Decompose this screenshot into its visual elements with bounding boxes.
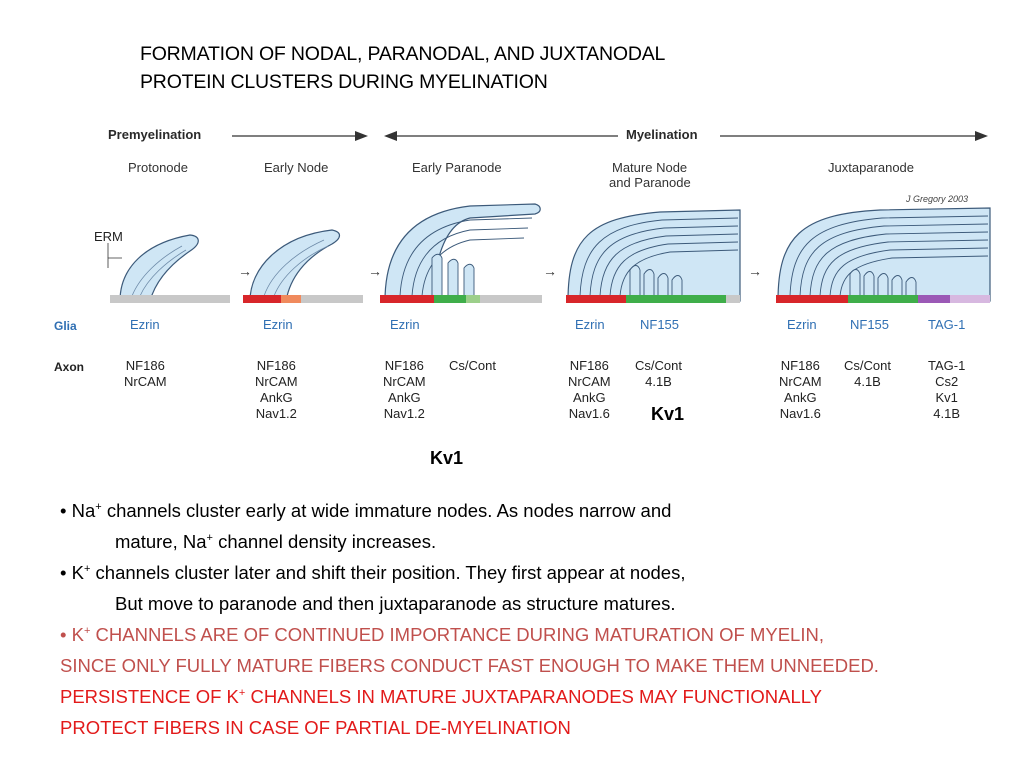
arrow-glyph-1: → (238, 263, 252, 279)
bullet-4: PERSISTENCE OF K+ CHANNELS IN MATURE JUX… (60, 681, 1010, 712)
glia-protonode-ezrin: Ezrin (130, 317, 160, 332)
bullet-2-text-a: • K (60, 562, 84, 583)
axon-mature-item: Cs/Cont (635, 358, 682, 373)
axon-juxta-item: Cs/Cont (844, 358, 891, 373)
axon-juxta-item: TAG-1 (928, 358, 966, 373)
premyelination-label: Premyelination (108, 127, 206, 142)
axon-early-paranode-col2: Cs/Cont (449, 358, 496, 374)
axon-juxta-item: Kv1 (935, 390, 958, 405)
mature-node-illustration (566, 209, 741, 303)
arrow-glyph-4: → (748, 263, 762, 279)
axon-early-node-item: AnkG (260, 390, 293, 405)
bullet-2: • K+ channels cluster later and shift th… (60, 557, 1010, 588)
bullet-4-line-2: PROTECT FIBERS IN CASE OF PARTIAL DE-MYE… (60, 717, 571, 738)
axon-juxta-item: 4.1B (933, 406, 961, 421)
juxtaparanode-illustration (776, 207, 991, 303)
glia-mature-ezrin: Ezrin (575, 317, 605, 332)
bullet-list: • Na+ channels cluster early at wide imm… (60, 495, 1010, 743)
bullet-1-continuation: mature, Na+ channel density increases. (60, 526, 1010, 557)
arrow-glyph-2: → (368, 263, 382, 279)
bullet-3-text-a: • K (60, 624, 84, 645)
axon-juxta-item: AnkG (784, 390, 817, 405)
row-label-glia: Glia (54, 319, 77, 333)
superscript: + (83, 625, 91, 637)
row-label-axon: Axon (54, 360, 84, 374)
myelination-arrowhead-right (975, 131, 988, 141)
title-line-1: FORMATION OF NODAL, PARANODAL, AND JUXTA… (140, 43, 666, 65)
axon-early-paranode-col1: NF186 NrCAM AnkG Nav1.2 (383, 358, 426, 422)
axon-early-node: NF186 NrCAM AnkG Nav1.2 (255, 358, 298, 422)
axon-early-paranode-item: Nav1.2 (383, 406, 425, 421)
glia-early-node-ezrin: Ezrin (263, 317, 293, 332)
protonode-illustration (107, 234, 230, 303)
myelination-diagram: → → → (107, 131, 991, 303)
axon-juxta-item: Nav1.6 (779, 406, 821, 421)
bullet-1-cont-a: mature, Na (115, 531, 207, 552)
glia-juxta-nf155: NF155 (850, 317, 890, 332)
erm-label: ERM (94, 229, 123, 244)
arrow-glyph-3: → (543, 263, 557, 279)
axon-juxta-item: NF186 (780, 358, 820, 373)
bullet-2-text-b: channels cluster later and shift their p… (90, 562, 686, 583)
axon-juxta-item: Cs2 (935, 374, 959, 389)
axon-mature-item: NrCAM (568, 374, 611, 389)
myelination-figure: → → → (50, 118, 1010, 478)
early-node-illustration (243, 229, 363, 303)
glia-juxta-tag1: TAG-1 (928, 317, 966, 332)
premyelination-arrowhead (355, 131, 368, 141)
superscript: + (206, 532, 213, 544)
glia-early-paranode-ezrin: Ezrin (390, 317, 420, 332)
early-paranode-illustration (380, 203, 542, 303)
bullet-2-continuation: But move to paranode and then juxtaparan… (115, 593, 676, 614)
axon-juxta-col3: TAG-1 Cs2 Kv1 4.1B (928, 358, 965, 422)
bullet-1-text-a: • Na (60, 500, 96, 521)
axon-early-paranode-item: AnkG (388, 390, 421, 405)
axon-protonode-item: NF186 (125, 358, 165, 373)
bullet-3-text-b: CHANNELS ARE OF CONTINUED IMPORTANCE DUR… (90, 624, 824, 645)
stage-name-early-node: Early Node (264, 160, 329, 175)
axon-early-paranode-item: NF186 (384, 358, 424, 373)
bullet-1: • Na+ channels cluster early at wide imm… (60, 495, 1010, 526)
axon-juxta-item: NrCAM (779, 374, 822, 389)
glia-mature-nf155: NF155 (640, 317, 680, 332)
myelination-label: Myelination (622, 127, 702, 142)
bullet-4-text-a: PERSISTENCE OF K (60, 686, 239, 707)
axon-early-node-item: NF186 (256, 358, 296, 373)
axon-protonode: NF186 NrCAM (124, 358, 167, 390)
figure-credit: J Gregory 2003 (906, 194, 969, 204)
title-line-2: PROTEIN CLUSTERS DURING MYELINATION (140, 71, 548, 93)
stage-name-mature-node-2: and Paranode (609, 175, 691, 190)
superscript: + (83, 563, 91, 575)
superscript: + (238, 687, 246, 699)
axon-mature-item: 4.1B (645, 374, 672, 389)
axon-early-paranode-item: Cs/Cont (449, 358, 496, 373)
stage-name-early-paranode: Early Paranode (412, 160, 502, 175)
stage-name-mature-node-1: Mature Node (612, 160, 688, 175)
bullet-3-line-2: SINCE ONLY FULLY MATURE FIBERS CONDUCT F… (60, 655, 879, 676)
axon-early-node-item: NrCAM (255, 374, 298, 389)
axon-mature-col2: Cs/Cont 4.1B (635, 358, 682, 390)
kv1-annotation-early: Kv1 (430, 448, 464, 468)
axon-juxta-col2: Cs/Cont 4.1B (844, 358, 891, 390)
glia-juxta-ezrin: Ezrin (787, 317, 817, 332)
axon-protonode-item: NrCAM (124, 374, 167, 389)
stage-name-juxtaparanode: Juxtaparanode (828, 160, 915, 175)
superscript: + (95, 501, 102, 513)
stage-name-protonode: Protonode (128, 160, 188, 175)
bullet-3: • K+ CHANNELS ARE OF CONTINUED IMPORTANC… (60, 619, 1010, 650)
axon-mature-col1: NF186 NrCAM AnkG Nav1.6 (568, 358, 611, 422)
bullet-4-text-b: CHANNELS IN MATURE JUXTAPARANODES MAY FU… (245, 686, 822, 707)
axon-mature-item: AnkG (573, 390, 606, 405)
axon-juxta-item: 4.1B (854, 374, 881, 389)
axon-mature-item: Nav1.6 (568, 406, 610, 421)
bullet-1-cont-b: channel density increases. (212, 531, 437, 552)
slide-title: FORMATION OF NODAL, PARANODAL, AND JUXTA… (140, 40, 665, 96)
axon-mature-item: NF186 (569, 358, 609, 373)
kv1-annotation-mature: Kv1 (651, 404, 685, 424)
myelination-arrowhead-left (384, 131, 397, 141)
axon-early-node-item: Nav1.2 (255, 406, 297, 421)
bullet-1-text-b: channels cluster early at wide immature … (101, 500, 672, 521)
axon-juxta-col1: NF186 NrCAM AnkG Nav1.6 (779, 358, 822, 422)
axon-early-paranode-item: NrCAM (383, 374, 426, 389)
